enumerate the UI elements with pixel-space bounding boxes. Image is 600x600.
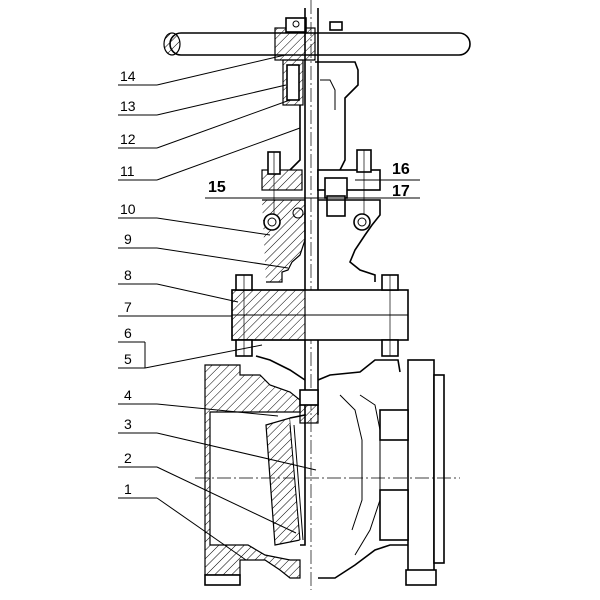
part-labels: 14 13 12 11 15 16 17 10 9 8 7 6 5 4 3 2 … — [120, 68, 410, 497]
part-label-4: 4 — [124, 387, 132, 403]
gland — [261, 149, 381, 230]
part-label-12: 12 — [120, 131, 136, 147]
part-label-17: 17 — [392, 183, 410, 200]
part-label-11: 11 — [120, 163, 135, 179]
handwheel — [163, 17, 471, 61]
part-label-7: 7 — [124, 299, 132, 315]
wedge — [265, 389, 319, 546]
leader-lines — [118, 54, 420, 561]
part-label-9: 9 — [124, 231, 132, 247]
yoke — [282, 59, 359, 176]
part-label-1: 1 — [124, 481, 132, 497]
part-label-14: 14 — [120, 68, 136, 84]
part-label-5: 5 — [124, 351, 132, 367]
part-label-6: 6 — [124, 325, 132, 341]
valve-body — [195, 355, 460, 586]
part-label-3: 3 — [124, 416, 132, 432]
part-label-15: 15 — [208, 179, 226, 196]
part-label-10: 10 — [120, 201, 136, 217]
bonnet — [262, 199, 381, 283]
part-label-2: 2 — [124, 450, 132, 466]
part-label-13: 13 — [120, 98, 136, 114]
body-bonnet-flange — [231, 274, 409, 357]
part-label-8: 8 — [124, 267, 132, 283]
part-label-16: 16 — [392, 161, 410, 178]
